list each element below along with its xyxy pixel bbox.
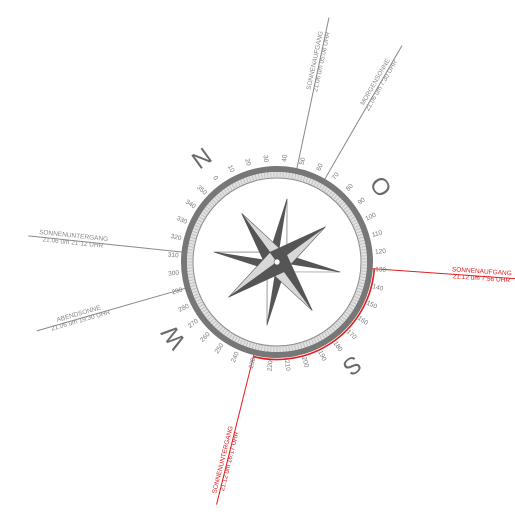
degree-label: 20: [243, 158, 252, 167]
degree-label: 130: [375, 266, 387, 274]
degree-label: 170: [345, 329, 358, 342]
degree-label: 90: [357, 196, 367, 206]
degree-label: 120: [375, 248, 387, 256]
sun-label-winter-sunset: SONNENUNTERGANG21.12 um 16:17 UHR: [211, 425, 241, 496]
degree-label: 270: [187, 318, 200, 330]
degree-label: 330: [175, 215, 188, 226]
degree-label: 240: [230, 351, 241, 364]
degree-label: 10: [226, 164, 236, 174]
degree-label: 200: [300, 356, 310, 369]
degree-label: 260: [199, 331, 212, 344]
degree-label: 350: [195, 184, 208, 197]
degree-label: 250: [214, 342, 226, 355]
degree-label: 70: [331, 171, 341, 181]
degree-label: 50: [299, 157, 308, 166]
degree-label: 340: [184, 199, 197, 211]
sun-label-summer-sunset: SONNENUNTERGANG21.06 um 21:12 UHR: [38, 229, 108, 250]
degree-label: 210: [283, 360, 291, 372]
degree-label: 160: [356, 315, 369, 327]
degree-label: 40: [281, 154, 289, 162]
degree-label: 220: [267, 360, 275, 372]
cardinal-s: S: [338, 350, 367, 381]
degree-label: 230: [248, 357, 258, 370]
cardinal-n: N: [187, 143, 217, 175]
degree-label: 190: [316, 349, 327, 362]
sun-label-summer-evening: ABENDSONNE21.06 um 19:30 UHR: [48, 302, 111, 332]
degree-label: 290: [171, 286, 184, 296]
degree-label: 180: [331, 340, 343, 353]
degree-label: 150: [365, 300, 378, 311]
degree-label: 30: [261, 155, 269, 163]
degree-label: 0: [211, 175, 219, 182]
degree-label: 60: [315, 162, 324, 172]
degree-label: 280: [177, 303, 190, 314]
degree-label: 100: [364, 211, 377, 222]
rose-center: [274, 259, 280, 265]
cardinal-o: O: [364, 172, 397, 203]
degree-label: 310: [168, 252, 180, 260]
degree-label: 320: [170, 233, 183, 243]
degree-label: 110: [371, 229, 383, 239]
degree-label: 300: [168, 270, 180, 278]
degree-label: 140: [372, 283, 385, 293]
degree-label: 80: [345, 182, 355, 192]
